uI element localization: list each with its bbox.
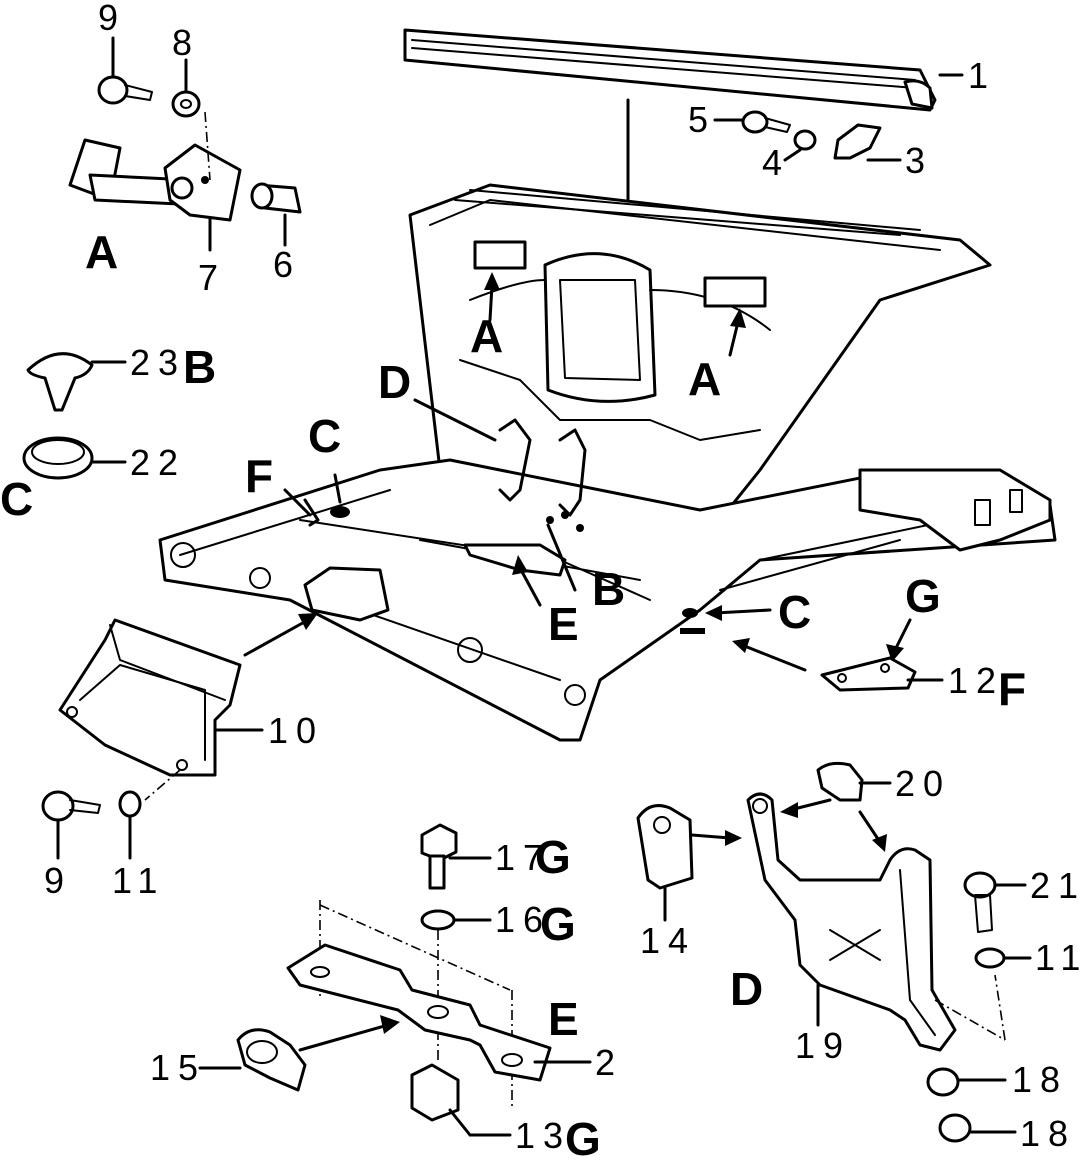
letter-g-main: G: [905, 570, 941, 622]
label-9-bottom: 9: [44, 860, 64, 901]
part-2-bracket: [286, 943, 552, 1082]
label-18-bottom: 18: [1020, 1113, 1076, 1154]
part-11-washer-left: [118, 790, 142, 818]
letter-g-16: G: [540, 898, 576, 950]
label-1: 1: [968, 55, 988, 96]
arrow-20b: [858, 810, 882, 844]
letter-d-detail: D: [730, 963, 763, 1015]
label-15: 15: [150, 1047, 206, 1088]
label-19: 19: [795, 1025, 851, 1066]
assembly-line-8: [204, 111, 211, 181]
arrow-14: [690, 833, 732, 840]
part-13-nut: [410, 1063, 460, 1122]
part-17-bolt: [420, 823, 458, 890]
letter-b-main: B: [592, 563, 625, 615]
part-16-washer: [420, 909, 456, 931]
letter-a-right: A: [688, 353, 721, 405]
letter-a-left: A: [470, 310, 503, 362]
letter-a-detail: A: [85, 226, 118, 278]
label-3: 3: [905, 140, 925, 181]
part-6-bushing: [250, 182, 302, 214]
part-1-rail: [403, 28, 937, 112]
part-5-screw: [741, 110, 791, 134]
letter-f-main: F: [245, 450, 273, 502]
label-21: 21: [1030, 865, 1080, 906]
letter-b-detail: B: [183, 341, 216, 393]
arrow-20b-head: [872, 834, 887, 852]
letter-c-detail: C: [0, 473, 33, 525]
letter-g-17: G: [535, 831, 571, 883]
part-22-plug: [22, 436, 94, 480]
letter-c-main-right: C: [778, 586, 811, 638]
part-9-bolt-top: [97, 75, 153, 105]
assembly-line-e-2: [319, 904, 511, 991]
label-20: 20: [895, 763, 951, 804]
label-18-top: 18: [1012, 1059, 1068, 1100]
detail-a-hinge: [68, 138, 242, 222]
label-11-left: 11: [112, 860, 165, 901]
leader-13: [448, 1108, 472, 1137]
letter-f-detail: F: [998, 663, 1026, 715]
letter-e-main: E: [548, 598, 579, 650]
arrow-14-head: [725, 830, 742, 846]
part-14-plate: [636, 804, 694, 890]
label-22: 22: [130, 442, 186, 483]
part-8-washer: [171, 90, 201, 118]
label-6: 6: [273, 244, 293, 285]
part-18-spacer-bottom: [938, 1113, 972, 1143]
leader-4: [783, 148, 802, 162]
main-assembly-arrows: [243, 272, 912, 672]
arrow-20-head: [780, 802, 798, 818]
label-13: 13: [515, 1115, 571, 1156]
label-8: 8: [172, 22, 192, 63]
letter-d-main: D: [378, 356, 411, 408]
label-14: 14: [640, 920, 696, 961]
label-4: 4: [762, 142, 782, 183]
part-23-push-pin: [26, 352, 94, 412]
label-2: 2: [595, 1042, 615, 1083]
arrow-15-head: [380, 1015, 400, 1034]
label-7: 7: [198, 257, 218, 298]
letter-g-13: G: [565, 1113, 601, 1165]
part-20-nut: [816, 761, 864, 802]
main-floor-assembly: [158, 183, 1057, 742]
assembly-line-d: [934, 999, 1006, 1041]
label-16: 16: [495, 899, 551, 940]
part-15-clamp: [236, 1028, 307, 1092]
part-21-bolt: [963, 871, 997, 933]
part-19-bracket: [746, 792, 957, 1052]
part-18-spacer-top: [926, 1067, 960, 1097]
part-3-clip: [833, 123, 882, 160]
part-10-bracket: [58, 618, 242, 777]
part-9-bolt-bottom: [41, 790, 101, 822]
assembly-line-d-2: [994, 974, 1006, 1041]
label-12: 12: [948, 660, 1004, 701]
letter-c-main-left: C: [308, 410, 341, 462]
part-11-washer-right: [974, 947, 1006, 969]
part-12-plate: [820, 656, 917, 692]
part-4-washer: [793, 129, 817, 151]
label-5: 5: [688, 99, 708, 140]
label-10: 10: [268, 710, 324, 751]
arrow-15: [298, 1023, 390, 1052]
label-17: 17: [495, 837, 551, 878]
label-23: 23: [130, 342, 186, 383]
letter-e-detail: E: [548, 993, 579, 1045]
label-11-right: 11: [1035, 937, 1080, 978]
assembly-line-10: [144, 769, 181, 801]
label-9-top: 9: [98, 0, 118, 38]
